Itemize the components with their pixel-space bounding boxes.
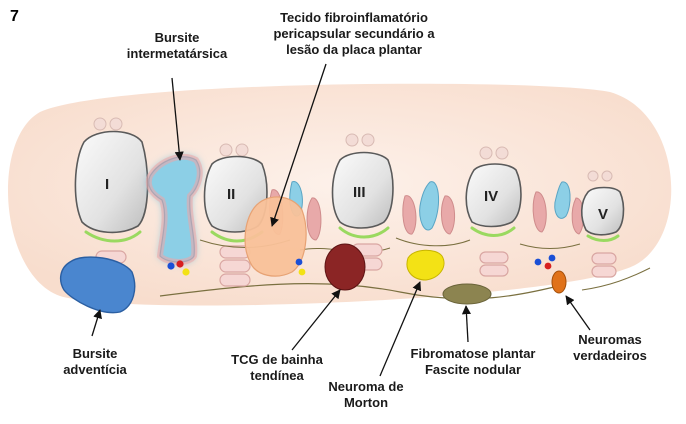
- label-neuromas-verdadeiros: Neuromas verdadeiros: [560, 332, 660, 364]
- metatarsal-V: [580, 186, 625, 236]
- label-tcg: TCG de bainha tendínea: [222, 352, 332, 384]
- neurovascular-bundles: [167, 254, 556, 276]
- label-line: intermetatársica: [126, 46, 228, 61]
- plantar-fibromatosis: [442, 283, 492, 305]
- label-fibromatose: Fibromatose plantar Fascite nodular: [408, 346, 538, 378]
- metatarsal-III: [331, 151, 394, 229]
- label-arrows: [91, 63, 591, 377]
- label-line: Neuroma de: [328, 379, 404, 394]
- nerve-line: [159, 282, 567, 300]
- label-line: lesão da placa plantar: [286, 42, 422, 57]
- arrow-tcg: [291, 289, 341, 351]
- arrow-fibromatose: [461, 305, 471, 343]
- arrow-bursite-intermetatarsica: [171, 77, 184, 161]
- label-line: Neuromas: [578, 332, 642, 347]
- label-bursite-adventicia: Bursite adventícia: [50, 346, 140, 378]
- label-neuroma-morton: Neuroma de Morton: [320, 379, 412, 411]
- metatarsal-label-II: II: [227, 186, 236, 203]
- label-line: verdadeiros: [573, 348, 647, 363]
- metatarsal-label-III: III: [353, 184, 366, 201]
- label-line: Fascite nodular: [424, 362, 522, 377]
- metatarsal-IV: [465, 163, 522, 228]
- metatarsal-bones: [74, 130, 625, 236]
- arrow-neuroma-morton: [379, 281, 421, 377]
- sesamoid-circles: [93, 117, 613, 182]
- fascia-line: [581, 267, 651, 291]
- metatarsal-label-IV: IV: [484, 188, 499, 205]
- label-line: TCG de bainha: [231, 352, 323, 367]
- plantar-plates: [84, 226, 620, 243]
- label-line: tendínea: [250, 368, 304, 383]
- label-line: Bursite: [72, 346, 118, 361]
- label-line: Morton: [343, 395, 389, 410]
- label-bursite-intermetatarsica: Bursite intermetatársica: [117, 30, 237, 62]
- arrow-tecido: [270, 63, 327, 227]
- morton-neuroma: [406, 249, 445, 281]
- label-line: Tecido fibroinflamatório: [280, 10, 428, 25]
- adventitial-bursa: [59, 256, 136, 314]
- metatarsal-label-V: V: [598, 206, 609, 223]
- pericapsular-tissue: [244, 196, 307, 277]
- label-line: pericapsular secundário a: [273, 26, 435, 41]
- label-line: adventícia: [63, 362, 127, 377]
- arrow-bursite-adventicia: [91, 309, 102, 337]
- figure-number: 7: [10, 8, 19, 25]
- intermetatarsal-bursa-glow: [145, 153, 203, 265]
- true-neuroma: [551, 270, 567, 294]
- label-line: Bursite: [154, 30, 200, 45]
- label-line: Fibromatose plantar: [410, 346, 536, 361]
- arrow-neuromas-verdadeiros: [565, 295, 591, 331]
- tcg-tendon-sheath: [324, 243, 366, 291]
- metatarsal-label-I: I: [105, 176, 110, 193]
- label-tecido-fibroinflamatorio: Tecido fibroinflamatório pericapsular se…: [254, 10, 454, 58]
- metatarsal-I: [74, 130, 149, 234]
